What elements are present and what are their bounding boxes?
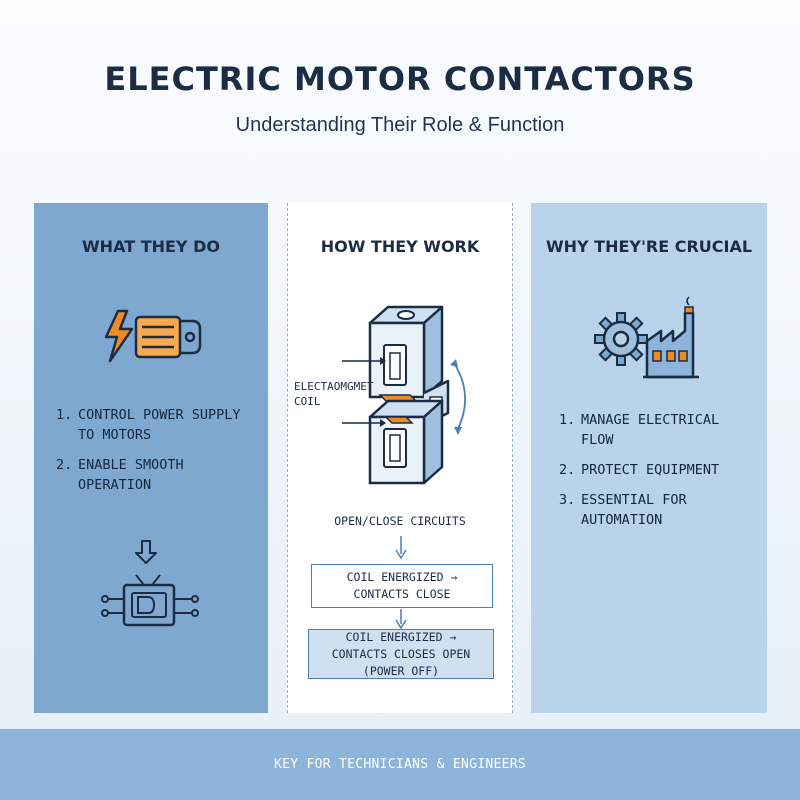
page-subtitle: Understanding Their Role & Function <box>235 114 565 136</box>
down-arrow-icon <box>395 609 407 629</box>
list-item: 2. ENABLE SMOOTH OPERATION <box>56 457 184 493</box>
header: ELECTRIC MOTOR CONTACTORS Understanding … <box>0 0 800 200</box>
down-arrow-icon <box>395 536 407 560</box>
panel-title-what-they-do: WHAT THEY DO <box>82 237 220 256</box>
list-item: 3. ESSENTIAL FOR AUTOMATION <box>559 492 687 528</box>
flow-box-contacts-close: COIL ENERGIZED → CONTACTS CLOSE <box>311 564 493 608</box>
flow-box-contacts-open: COIL ENERGIZED → CONTACTS CLOSES OPEN (P… <box>308 629 494 679</box>
what-they-do-list: 1. CONTROL POWER SUPPLY TO MOTORS 2. ENA… <box>56 405 252 505</box>
list-item: 1. MANAGE ELECTRICAL FLOW <box>559 412 720 448</box>
panel-how-they-work: HOW THEY WORK ELECTAOMGMET COIL OPEN/CLO… <box>287 203 513 713</box>
motor-lightning-icon <box>104 309 202 363</box>
page-title: ELECTRIC MOTOR CONTACTORS <box>104 60 696 98</box>
circuit-chip-icon <box>101 574 199 627</box>
why-crucial-list: 1. MANAGE ELECTRICAL FLOW 2. PROTECT EQU… <box>559 410 755 540</box>
panel-what-they-do: WHAT THEY DO 1. CONTROL POWER SUPPLY TO … <box>34 203 268 713</box>
coil-label: ELECTAOMGMET COIL <box>294 380 374 408</box>
footer-text: KEY FOR TECHNICIANS & ENGINEERS <box>274 757 526 772</box>
list-item: 1. CONTROL POWER SUPPLY TO MOTORS <box>56 407 241 443</box>
contactor-diagram-icon <box>342 305 467 485</box>
footer-banner: KEY FOR TECHNICIANS & ENGINEERS <box>0 729 800 800</box>
panel-title-how-they-work: HOW THEY WORK <box>320 237 480 256</box>
down-arrow-icon <box>135 540 157 564</box>
panel-title-why-crucial: WHY THEY'RE CRUCIAL <box>545 237 753 256</box>
list-item: 2. PROTECT EQUIPMENT <box>559 462 720 478</box>
panel-why-crucial: WHY THEY'RE CRUCIAL 1. MANA <box>531 203 767 713</box>
flow-label: OPEN/CLOSE CIRCUITS <box>334 514 466 528</box>
gear-factory-icon <box>594 296 699 379</box>
